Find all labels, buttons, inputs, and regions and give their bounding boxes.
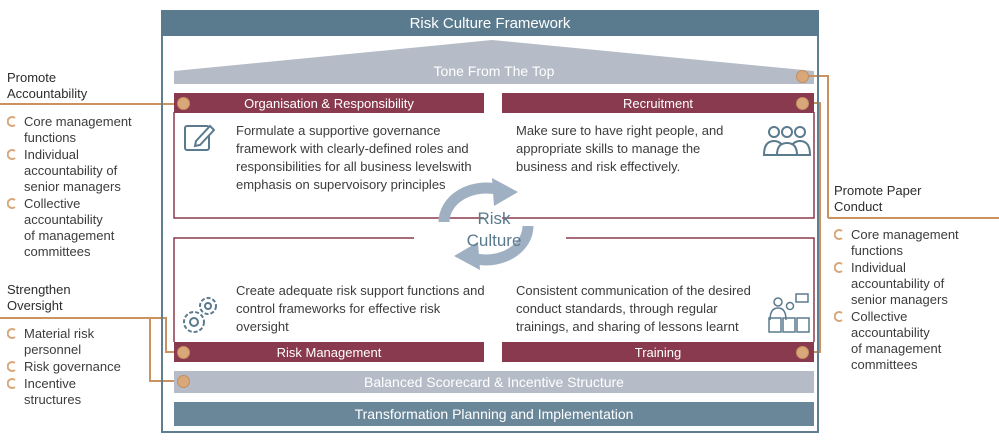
recruitment-header-label: Recruitment xyxy=(622,95,694,111)
risk-culture-line1: Risk xyxy=(477,209,511,228)
list-item-line: Individual xyxy=(24,147,79,162)
risk-culture-label: Risk Culture xyxy=(450,208,538,252)
list-item-line: of management xyxy=(851,341,942,356)
conduct-title-line1: Promote Paper xyxy=(834,183,922,198)
promote-conduct-title: Promote Paper Conduct xyxy=(834,183,921,215)
list-item-line: functions xyxy=(24,130,77,145)
risk-connector-dot xyxy=(177,346,190,359)
list-item-line: committees xyxy=(24,244,91,259)
list-item-line: Collective xyxy=(24,196,81,211)
org-header-label: Organisation & Responsibility xyxy=(244,95,414,111)
balanced-scorecard-label: Balanced Scorecard & Incentive Structure xyxy=(364,374,624,390)
tone-from-top-label: Tone From The Top xyxy=(433,63,555,79)
roof-shape xyxy=(174,40,814,84)
list-item-line: committees xyxy=(851,357,918,372)
edit-document-icon xyxy=(184,124,215,151)
oversight-connector-2 xyxy=(149,318,182,382)
bullet-arc-icon xyxy=(7,361,16,372)
training-header-label: Training xyxy=(634,344,682,360)
list-item-line: accountability of xyxy=(851,276,945,291)
list-item-line: senior managers xyxy=(24,179,121,194)
list-item-line: Core management xyxy=(851,227,959,242)
bullet-arc-icon xyxy=(834,311,843,322)
risk-border xyxy=(173,237,414,342)
list-item-line: Risk governance xyxy=(24,359,121,374)
list-item-line: accountability xyxy=(851,325,930,340)
list-item-line: functions xyxy=(851,243,904,258)
bullet-arc-icon xyxy=(7,378,16,389)
cycle-arrows-icon xyxy=(438,178,534,270)
risk-description: Create adequate risk support functions a… xyxy=(236,283,485,334)
balanced-connector-dot xyxy=(177,375,190,388)
org-connector-dot xyxy=(177,97,190,110)
list-item-line: Material risk xyxy=(24,326,95,341)
org-border xyxy=(173,112,484,219)
bullet-arc-icon xyxy=(7,116,16,127)
bullet-arc-icon xyxy=(7,328,16,339)
training-border xyxy=(566,237,815,342)
oversight-title-line1: Strengthen xyxy=(7,282,71,297)
risk-culture-line2: Culture xyxy=(466,231,522,250)
list-item-line: accountability of xyxy=(24,163,118,178)
list-item-line: senior managers xyxy=(851,292,948,307)
list-item-line: Core management xyxy=(24,114,132,129)
gears-icon xyxy=(183,297,217,333)
list-item: Risk governance xyxy=(7,359,147,375)
bullet-arc-icon xyxy=(834,229,843,240)
risk-header-label: Risk Management xyxy=(276,344,382,360)
balanced-scorecard-bar: Balanced Scorecard & Incentive Structure xyxy=(174,371,814,393)
training-presentation-icon xyxy=(768,293,810,333)
list-item-line: Individual xyxy=(851,260,906,275)
recruitment-description: Make sure to have right people, and appr… xyxy=(516,123,724,174)
accountability-title-line1: Promote xyxy=(7,70,57,85)
training-connector-dot xyxy=(796,346,809,359)
tone-connector-dot xyxy=(796,70,809,83)
list-item-line: structures xyxy=(24,392,82,407)
training-description: Consistent communication of the desired … xyxy=(516,283,751,334)
framework-title: Risk Culture Framework xyxy=(161,10,819,36)
list-item-line: Collective xyxy=(851,309,908,324)
risk-header: Risk Management xyxy=(174,342,484,362)
recruitment-connector-dot xyxy=(796,97,809,110)
org-description: Formulate a supportive governance framew… xyxy=(236,123,472,192)
list-item-line: personnel xyxy=(24,342,82,357)
recruitment-header: Recruitment xyxy=(502,93,814,113)
bullet-arc-icon xyxy=(7,198,16,209)
training-header: Training xyxy=(502,342,814,362)
list-item-line: accountability xyxy=(24,212,103,227)
transformation-bar: Transformation Planning and Implementati… xyxy=(174,402,814,426)
bullet-arc-icon xyxy=(7,149,16,160)
accountability-title-line2: Accountability xyxy=(7,86,88,101)
strengthen-oversight-title: Strengthen Oversight xyxy=(7,282,71,314)
transformation-label: Transformation Planning and Implementati… xyxy=(354,406,634,422)
conduct-title-line2: Conduct xyxy=(834,199,883,214)
conduct-connector-top xyxy=(802,75,829,218)
list-item-line: Incentive xyxy=(24,376,77,391)
bullet-arc-icon xyxy=(834,262,843,273)
org-header: Organisation & Responsibility xyxy=(174,93,484,113)
promote-accountability-title: Promote Accountability xyxy=(7,70,87,102)
oversight-title-line2: Oversight xyxy=(7,298,63,313)
list-item-line: of management xyxy=(24,228,115,243)
recruitment-border xyxy=(502,112,815,219)
group-people-icon xyxy=(762,126,812,156)
